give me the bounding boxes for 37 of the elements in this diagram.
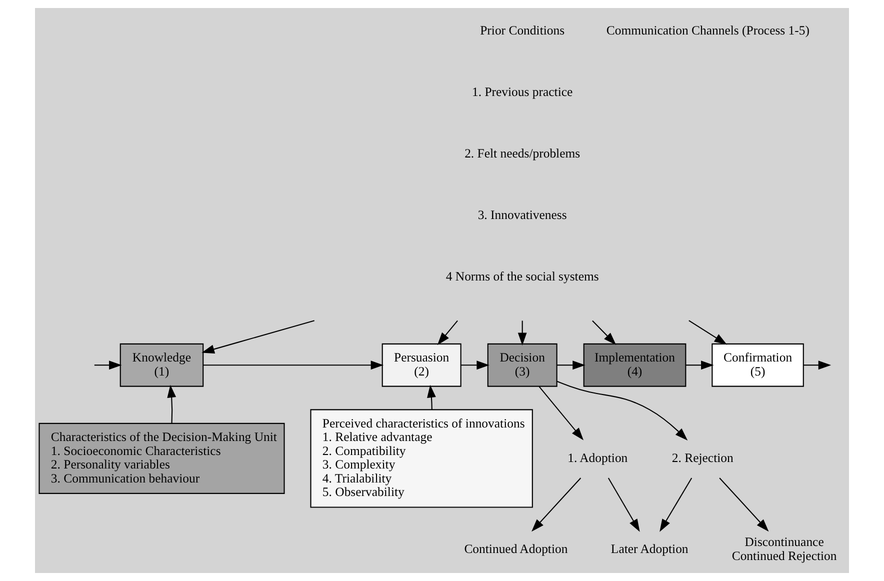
arrow — [592, 320, 616, 345]
node-box: Perceived characteristics of innovations 1. Relative advantage 2. Compatibility 3. Complexity 4. Trialability 5. Observability — [310, 409, 533, 508]
node-box: Implementation (4) — [583, 343, 686, 387]
node-box: Decision (3) — [487, 343, 558, 387]
arrow — [719, 478, 769, 532]
node-text: Later Adoption — [610, 542, 688, 556]
arrow — [803, 360, 832, 370]
node-text: 2. Rejection — [672, 450, 734, 465]
arrow — [203, 360, 384, 370]
arrow — [538, 386, 584, 440]
arrow — [437, 320, 458, 346]
arrow — [532, 478, 582, 532]
node-box: Persuasion (2) — [382, 343, 462, 387]
label: Communication Channels (Process 1-5) — [606, 24, 810, 38]
arrow — [556, 380, 688, 440]
arrow — [167, 384, 176, 424]
node-text: Continued Adoption — [464, 542, 568, 556]
arrow — [660, 478, 692, 532]
arrow — [608, 478, 640, 532]
arrow — [688, 320, 728, 345]
arrow — [427, 384, 436, 410]
node-box: Knowledge (1) — [120, 343, 204, 387]
arrow — [557, 360, 586, 370]
arrow — [94, 360, 122, 370]
arrow — [202, 320, 314, 354]
label: 2. Felt needs/problems — [464, 146, 580, 161]
node-box: Characteristics of the Decision-Making Unit 1. Socioeconomic Characteristics 2. Personality variables 3. Communication behaviour — [38, 422, 285, 494]
label: 3. Innovativeness — [478, 208, 567, 222]
node-box: Confirmation (5) — [712, 343, 804, 387]
arrow — [518, 320, 527, 346]
label: Prior Conditions — [480, 24, 565, 38]
label: 4 Norms of the social systems — [446, 270, 599, 284]
node-text: 1. Adoption — [568, 450, 628, 465]
node-text: Discontinuance Continued Rejection — [732, 535, 837, 563]
arrow — [460, 360, 490, 370]
label: 1. Previous practice — [472, 85, 573, 100]
arrow — [686, 360, 714, 370]
